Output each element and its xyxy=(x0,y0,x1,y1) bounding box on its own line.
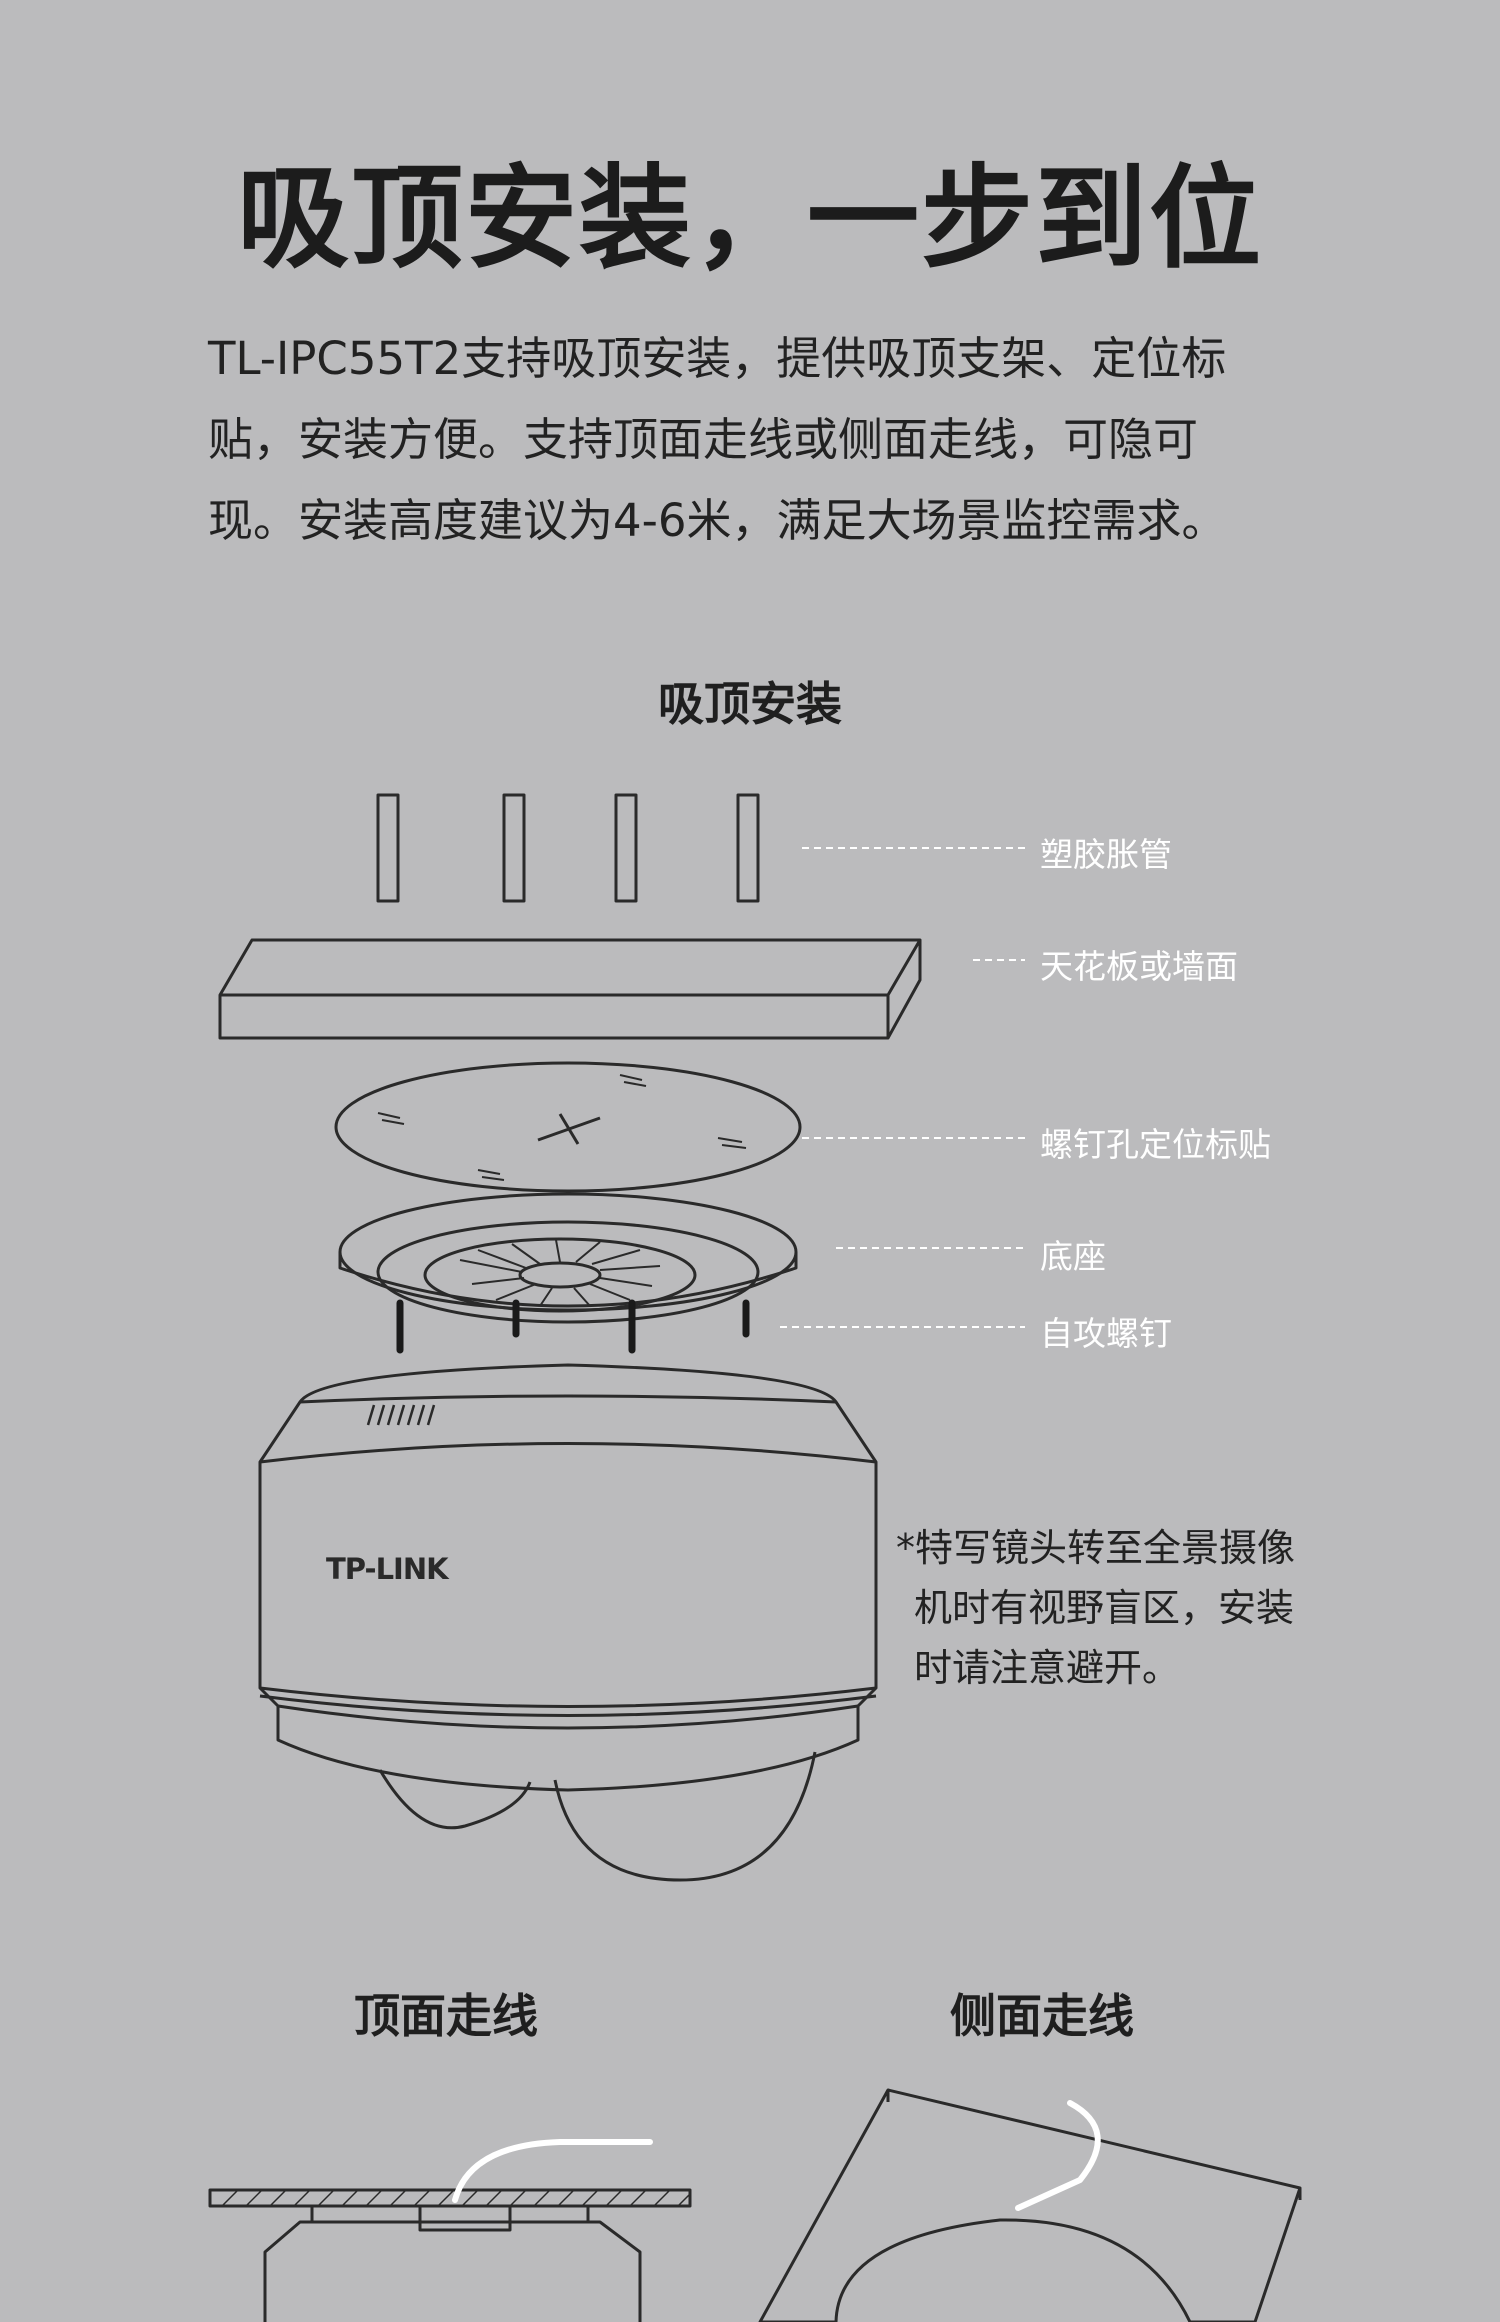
label-anchors: 塑胶胀管 xyxy=(1040,835,1172,874)
intro-line-3: 现。安装高度建议为4-6米，满足大场景监控需求。 xyxy=(208,494,1227,547)
intro-text: TL-IPC55T2支持吸顶安装，提供吸顶支架、定位标 贴，安装方便。支持顶面走… xyxy=(208,318,1318,561)
camera-body xyxy=(258,1363,878,1882)
note-line-3: 时请注意避开。 xyxy=(914,1646,1181,1690)
top-wiring-diagram xyxy=(208,2139,692,2322)
side-wiring-title: 侧面走线 xyxy=(950,1989,1134,2043)
plastic-anchors xyxy=(376,793,760,903)
label-sticker: 螺钉孔定位标贴 xyxy=(1040,1125,1271,1164)
ceiling-board xyxy=(218,938,922,1040)
label-ceiling: 天花板或墙面 xyxy=(1040,947,1238,986)
positioning-sticker xyxy=(334,1061,802,1193)
page-title: 吸顶安装，一步到位 xyxy=(237,154,1263,284)
top-wiring-title: 顶面走线 xyxy=(354,1989,538,2043)
intro-line-1: TL-IPC55T2支持吸顶安装，提供吸顶支架、定位标 xyxy=(208,332,1227,385)
diagram-title: 吸顶安装 xyxy=(658,677,842,731)
side-wiring-diagram xyxy=(758,2088,1302,2322)
label-base: 底座 xyxy=(1040,1237,1106,1276)
note-line-2: 机时有视野盲区，安装 xyxy=(914,1586,1295,1630)
intro-line-2: 贴，安装方便。支持顶面走线或侧面走线，可隐可 xyxy=(208,413,1199,466)
note-line-1: *特写镜头转至全景摄像 xyxy=(896,1526,1296,1570)
blind-spot-note: *特写镜头转至全景摄像 机时有视野盲区，安装 时请注意避开。 xyxy=(896,1518,1336,1698)
label-screws: 自攻螺钉 xyxy=(1040,1314,1172,1353)
self-tapping-screws xyxy=(396,1299,750,1354)
brand-logo: TP-LINK xyxy=(326,1552,449,1586)
mount-base xyxy=(338,1192,798,1324)
